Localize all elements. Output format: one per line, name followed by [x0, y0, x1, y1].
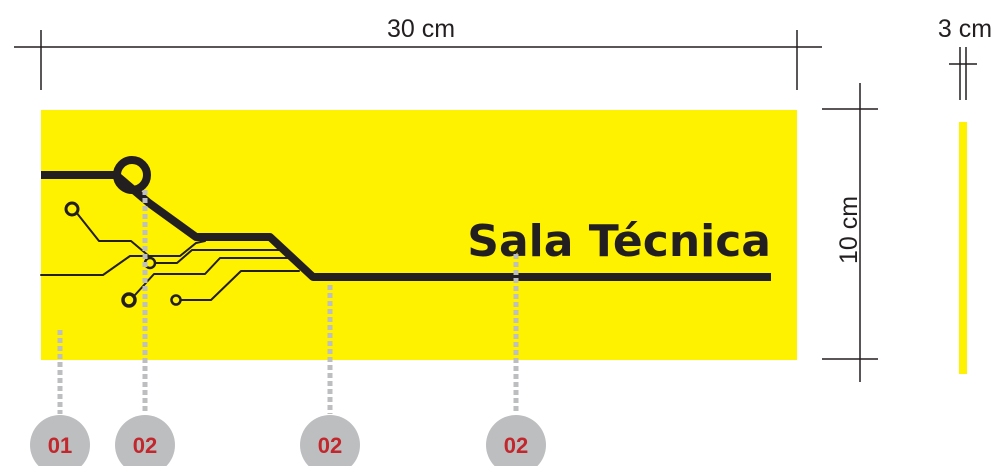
depth-dimension [949, 47, 977, 100]
width-label: 30 cm [387, 15, 455, 43]
depth-label: 3 cm [938, 15, 992, 43]
callout-02a: 02 [115, 415, 175, 466]
sign-panel [41, 110, 797, 360]
callout-02a-circle [115, 415, 175, 466]
leader-lines [57, 190, 519, 414]
trace-b [40, 240, 206, 276]
trace-a [75, 211, 151, 258]
callout-02c: 02 [486, 415, 546, 466]
trace-c [155, 249, 284, 264]
sign-side-view [959, 122, 967, 374]
sign-title: Sala Técnica [467, 216, 771, 267]
circuit-graphic [40, 156, 771, 308]
height-label: 10 cm [835, 196, 863, 264]
callout-02a-number: 02 [133, 433, 157, 458]
trace-d [134, 257, 297, 296]
trace-e [180, 270, 300, 301]
callout-02b-number: 02 [318, 433, 342, 458]
callout-01: 01 [30, 415, 90, 466]
callout-02b: 02 [300, 415, 360, 466]
callout-02b-circle [300, 415, 360, 466]
node-a [64, 201, 80, 217]
height-dimension [822, 83, 878, 382]
main-node-ring [113, 156, 151, 194]
callout-01-number: 01 [48, 433, 72, 458]
node-e [170, 294, 182, 306]
callout-01-circle [30, 415, 90, 466]
width-dimension [14, 30, 822, 90]
callout-02c-circle [486, 415, 546, 466]
node-d [121, 292, 137, 308]
callout-02c-number: 02 [504, 433, 528, 458]
